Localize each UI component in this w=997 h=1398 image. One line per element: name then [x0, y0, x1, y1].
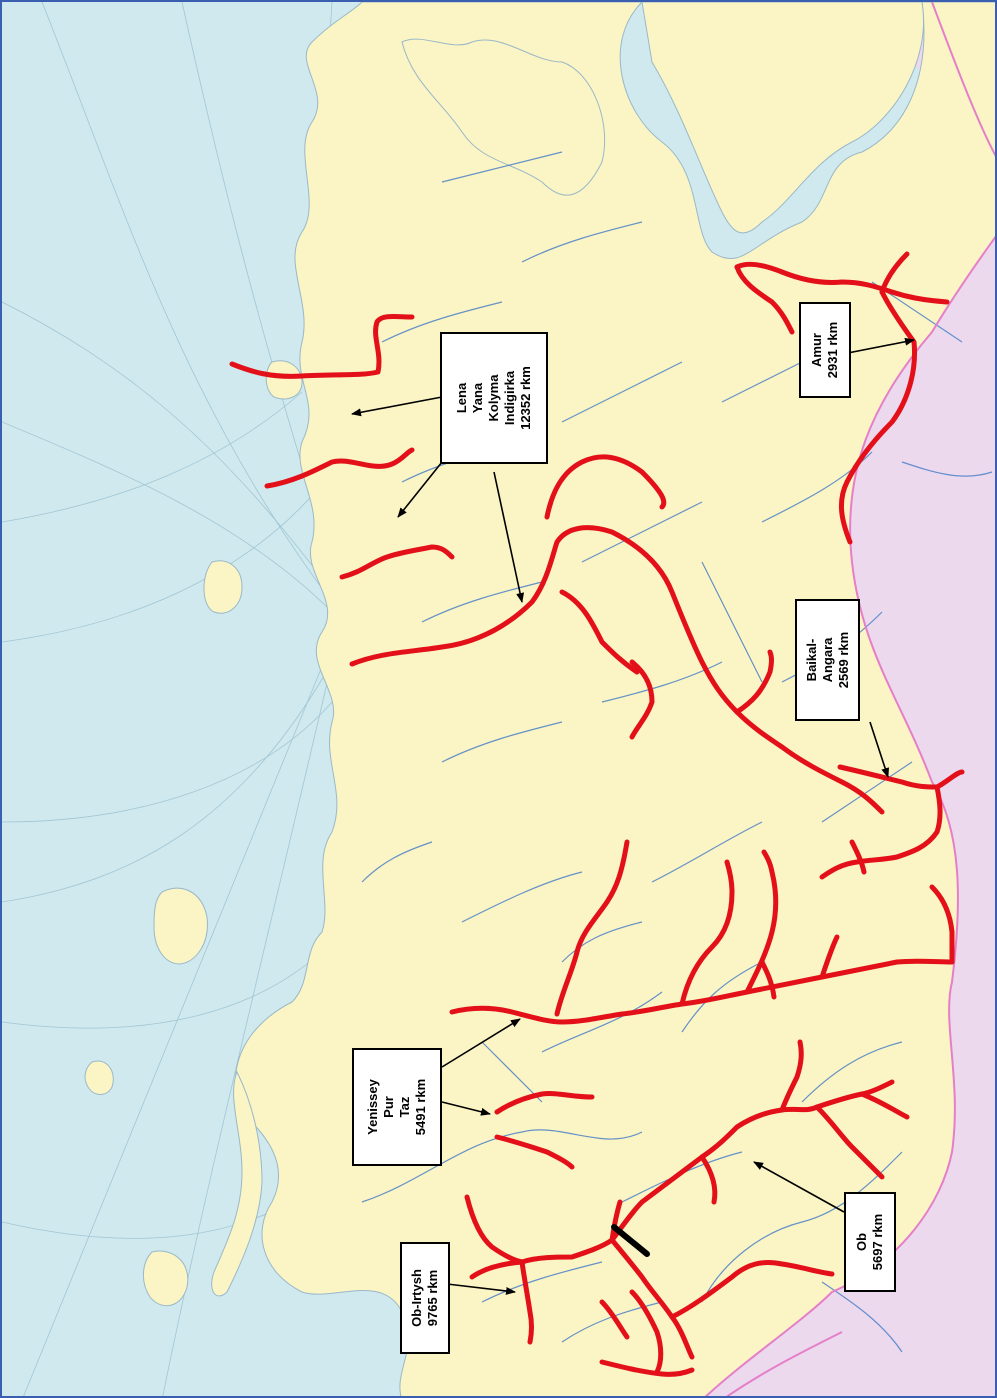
peninsula-north [401, 38, 606, 196]
island-franz [84, 1060, 114, 1095]
label-ob-irtysh-text: Ob-Irtysh 9765 rkm [409, 1269, 440, 1327]
label-amur-text: Amur 2931 rkm [809, 321, 840, 379]
label-ob: Ob 5697 rkm [844, 1192, 896, 1292]
foreign-land [706, 2, 995, 1396]
river-irtysh [609, 1237, 695, 1360]
arrow-icon [493, 471, 525, 603]
arrow-icon [441, 1101, 491, 1116]
river-podkamennaya [679, 859, 735, 1007]
river-angara-lower [819, 784, 943, 880]
label-amur: Amur 2931 rkm [799, 302, 851, 398]
river-lena-upper [544, 454, 667, 520]
river-ob-north [519, 1259, 534, 1345]
river-kolyma [229, 313, 415, 379]
island-arc [211, 1070, 263, 1297]
river-lower-tunguska [554, 839, 630, 1017]
river-ob-trib [814, 1104, 885, 1180]
river-olekma [734, 649, 774, 715]
arrow-icon [753, 1161, 845, 1213]
river-yenisey [449, 958, 955, 1025]
label-lena-text: Lena Yana Kolyma Indigirka 12352 rkm [454, 366, 533, 430]
river-yenisey-upper [929, 884, 955, 965]
river-yenisey-trib3 [819, 934, 840, 980]
river-tobol2 [599, 1359, 695, 1377]
river-tobol [669, 1260, 835, 1320]
river-taz [494, 1134, 575, 1170]
river-angara [837, 764, 965, 790]
river-indigirka [264, 447, 415, 489]
river-angara-branch [849, 839, 867, 875]
river-ob-upper [779, 1039, 804, 1113]
river-ussuri [879, 251, 910, 295]
label-ob-text: Ob 5697 rkm [854, 1213, 885, 1271]
river-ob-vasyugan [699, 1154, 718, 1205]
arrow-icon [446, 1283, 516, 1295]
river-ob-gulf [464, 1194, 525, 1265]
river-lena [349, 525, 885, 815]
river-amur-lower [734, 264, 795, 335]
label-lena: Lena Yana Kolyma Indigirka 12352 rkm [440, 332, 548, 464]
river-yana [339, 544, 455, 580]
label-yenissey-text: Yenissey Pur Taz 5491 rkm [365, 1078, 428, 1136]
river-amur [734, 261, 950, 305]
arrow-icon [397, 461, 443, 518]
river-aldan [559, 589, 640, 675]
river-ob-trib2 [859, 1091, 910, 1120]
arrow-icon [869, 721, 890, 778]
land-mass [235, 2, 995, 1396]
river-amur-main [839, 289, 918, 545]
river-vilyuy [629, 659, 655, 740]
river-barrier-icon [611, 1224, 650, 1257]
island-northwest [143, 1250, 189, 1307]
river-yenisey-trib2 [759, 959, 777, 1000]
island-new-siberian [203, 560, 243, 614]
kamchatka-peninsula [641, 2, 924, 234]
label-ob-irtysh: Ob-Irtysh 9765 rkm [400, 1242, 450, 1354]
label-baikal-text: Baikal- Angara 2569 rkm [803, 631, 851, 689]
navigable-rivers [229, 251, 965, 1377]
island-wrangel [265, 360, 303, 400]
label-yenissey: Yenissey Pur Taz 5491 rkm [352, 1048, 442, 1166]
river-irtysh-lower [629, 1289, 664, 1375]
label-baikal: Baikal- Angara 2569 rkm [795, 599, 860, 721]
river-ob [519, 1079, 895, 1265]
arrow-icon [351, 396, 443, 417]
river-ob-central [609, 1199, 623, 1243]
river-pur [494, 1091, 595, 1115]
river-ishim [599, 1299, 630, 1340]
island-severnaya [153, 887, 208, 965]
arrow-icon [441, 1018, 521, 1068]
